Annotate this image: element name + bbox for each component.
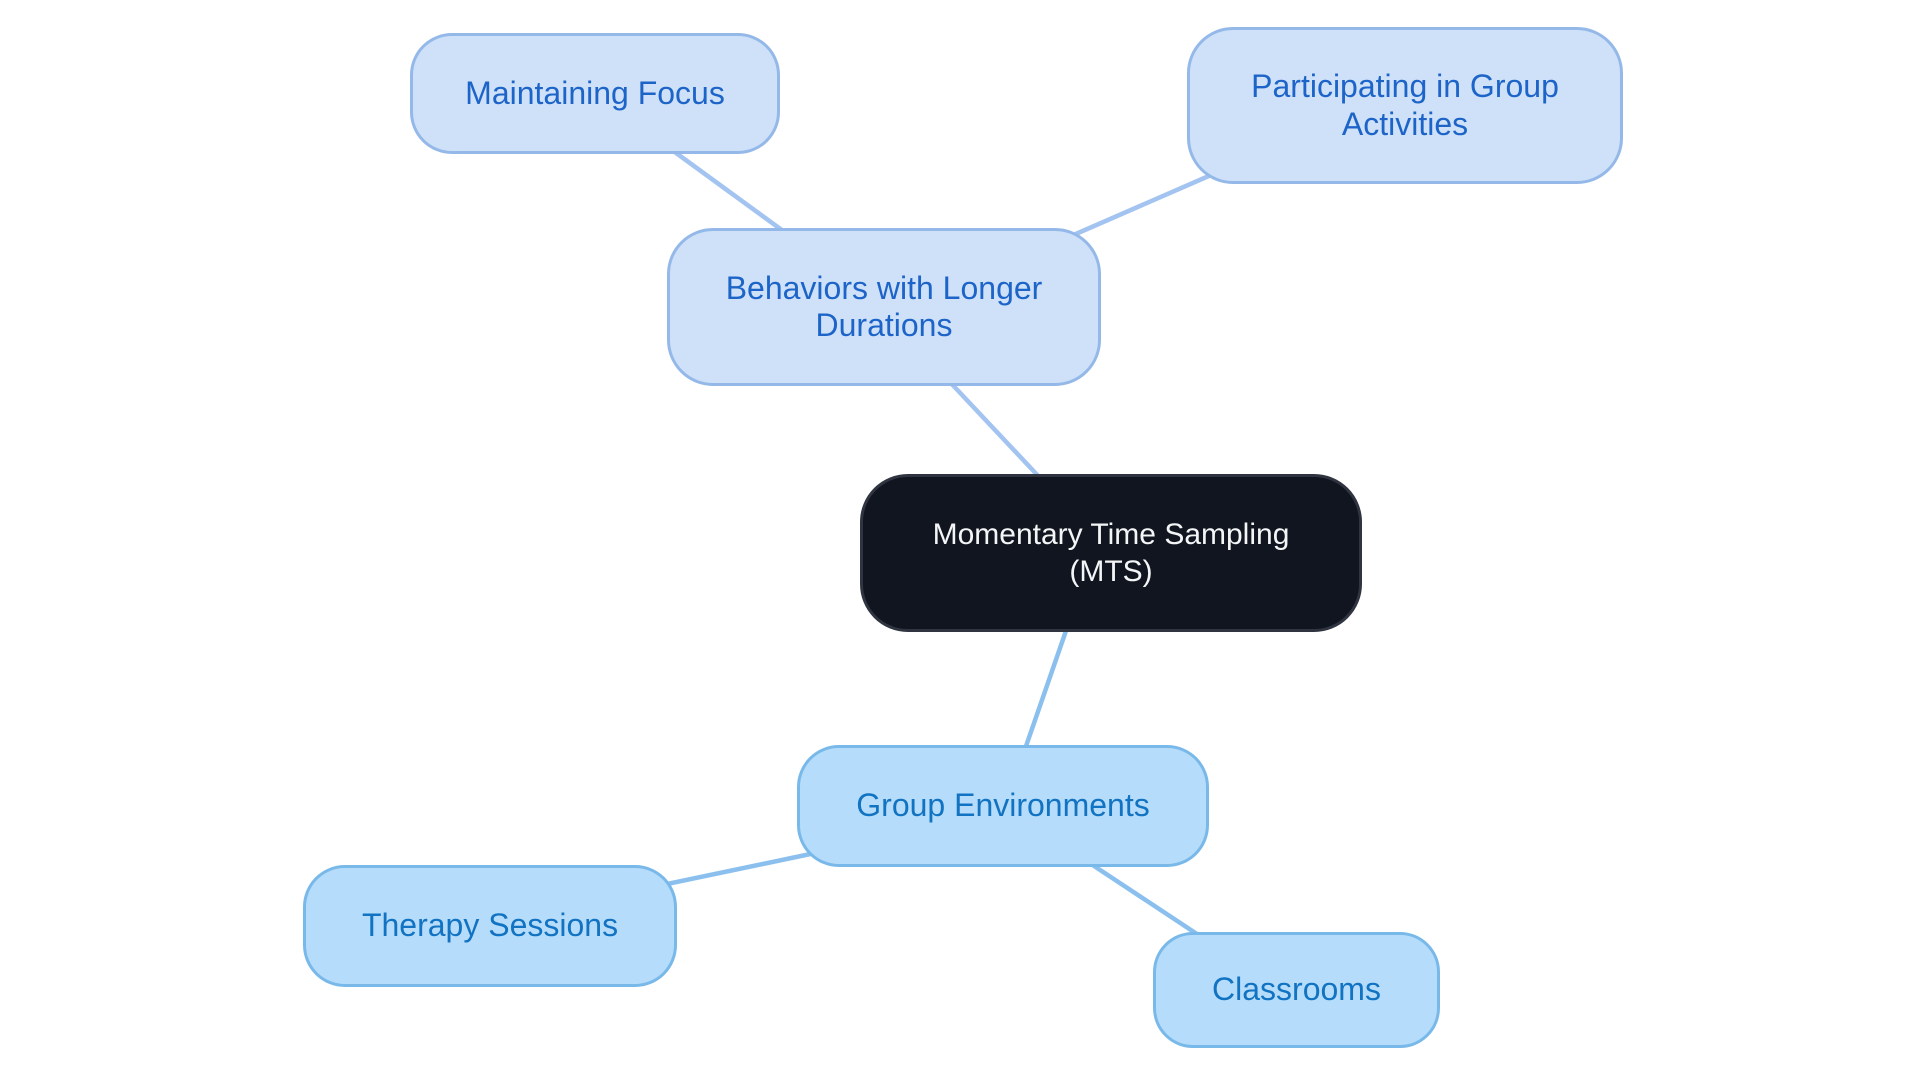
node-momentary-time-sampling-root[interactable]: Momentary Time Sampling (MTS)	[860, 474, 1362, 632]
node-behaviors-with-longer-durations[interactable]: Behaviors with Longer Durations	[667, 228, 1101, 386]
node-participating-label: Participating in Group Activities	[1251, 68, 1559, 142]
node-maintaining-focus-label: Maintaining Focus	[465, 74, 725, 111]
node-therapy-sessions[interactable]: Therapy Sessions	[303, 865, 677, 987]
node-maintaining-focus[interactable]: Maintaining Focus	[410, 33, 780, 154]
node-group-environments[interactable]: Group Environments	[797, 745, 1209, 867]
node-therapy-sessions-label: Therapy Sessions	[361, 907, 619, 944]
node-group-environments-label: Group Environments	[856, 787, 1150, 824]
node-classrooms-label: Classrooms	[1212, 971, 1381, 1008]
edge-participating-to-behaviors	[1061, 169, 1219, 243]
node-participating-in-group-activities[interactable]: Participating in Group Activities	[1187, 27, 1623, 184]
edge-behaviors-to-central	[946, 378, 1044, 482]
edge-group-environments-to-therapy	[647, 849, 821, 891]
edge-maintaining-focus-to-behaviors	[670, 148, 792, 238]
edge-central-to-group-environments	[1021, 624, 1071, 753]
edge-group-environments-to-classrooms	[1080, 856, 1208, 942]
node-central-label: Momentary Time Sampling (MTS)	[932, 517, 1290, 589]
node-classrooms[interactable]: Classrooms	[1153, 932, 1440, 1048]
node-behaviors-label: Behaviors with Longer Durations	[725, 269, 1043, 343]
